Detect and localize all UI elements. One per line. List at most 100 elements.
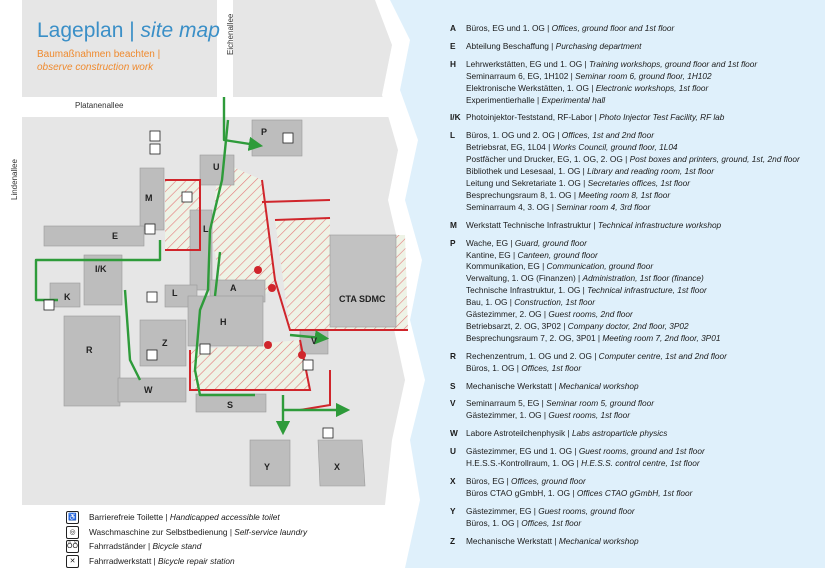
legend-letter: W xyxy=(450,428,458,439)
route-north xyxy=(222,97,264,152)
legend-text-en: Mechanical workshop xyxy=(558,535,639,546)
label-s: S xyxy=(227,400,234,410)
legend-text-en: Works Council, ground floor, 1L04 xyxy=(552,142,678,153)
route-east xyxy=(289,330,330,345)
eichenallee-road xyxy=(217,0,233,97)
legend-text-de: Gästezimmer, EG und 1. OG | xyxy=(466,446,579,457)
legend-entry: V Seminarraum 5, EG | Seminar room 5, gro… xyxy=(450,398,822,422)
label-m: M xyxy=(145,193,153,203)
legend-line: Büros, 1. OG und 2. OG | Offices, 1st an… xyxy=(466,130,822,142)
route-connect xyxy=(213,251,222,297)
accessible-toilet-icon xyxy=(146,349,158,361)
legend-letter: P xyxy=(450,237,456,248)
legend-text-en: Offices, ground floor and 1st floor xyxy=(551,23,675,33)
legend-text-en: Administration, 1st floor (finance) xyxy=(582,273,704,284)
street-eichenallee: Eichenallee xyxy=(226,13,235,55)
legend-line: Kantine, EG | Canteen, ground floor xyxy=(466,250,822,262)
label-e: E xyxy=(112,231,119,241)
legend-line: Elektronische Werkstätten, 1. OG | Elect… xyxy=(466,83,822,95)
street-platanenallee: Platanenallee xyxy=(75,101,124,110)
legend-letter: V xyxy=(450,398,456,409)
building-h xyxy=(187,295,264,347)
legend-letter: H xyxy=(450,58,456,69)
route-main xyxy=(193,119,255,397)
laundry-icon: ◎ xyxy=(66,525,79,539)
legend-text-de: Technische Infrastruktur, 1. OG | xyxy=(466,285,588,296)
bicycle-stand-icon xyxy=(43,299,55,311)
legend-text-en: Guest rooms, 1st floor xyxy=(548,410,631,421)
legend-line: Gästezimmer, 2. OG | Guest rooms, 2nd fl… xyxy=(466,309,822,321)
legend-text-en: Construction, 1st floor xyxy=(514,297,595,308)
legend-text-de: Gästezimmer, 2. OG | xyxy=(466,309,549,320)
legend-text-en: Guest rooms, 2nd floor xyxy=(548,309,633,320)
accessible-toilet-icon xyxy=(146,291,158,303)
legend-text-de: Wache, EG | xyxy=(466,237,515,248)
legend-text-en: H.E.S.S. control centre, 1st floor xyxy=(581,458,700,469)
label-a: A xyxy=(230,283,237,293)
legend-text-de: Büros, 1. OG und 2. OG | xyxy=(466,130,562,141)
legend-text-en: Meeting room 8, 1st floor xyxy=(578,189,671,200)
building-r xyxy=(63,315,121,407)
legend-text-en: Labs astroparticle physics xyxy=(571,428,668,439)
legend-letter: Y xyxy=(450,505,456,516)
accessible-toilet-icon xyxy=(282,132,294,144)
legend-line: Experimentierhalle | Experimental hall xyxy=(466,95,822,107)
legend-line: Seminarraum 5, EG | Seminar room 5, grou… xyxy=(466,398,822,410)
legend-line: Betriebsrat, EG, 1L04 | Works Council, g… xyxy=(466,142,822,154)
legend-text-de: Rechenzentrum, 1. OG und 2. OG | xyxy=(466,350,599,361)
legend-entry: L Büros, 1. OG und 2. OG | Offices, 1st a… xyxy=(450,130,822,213)
building-p xyxy=(251,119,303,157)
legend-letter: L xyxy=(450,130,456,141)
legend-text-de: Werkstatt Technische Infrastruktur | xyxy=(466,219,598,230)
legend-line: Gästezimmer, EG und 1. OG | Guest rooms,… xyxy=(466,446,822,458)
legend-text-de: Gästezimmer, 1. OG | xyxy=(466,410,549,421)
legend-text-en: Seminar room 6, ground floor, 1H102 xyxy=(575,70,712,81)
legend-text-de: Seminarraum 4, 3. OG | xyxy=(466,201,557,212)
legend-line: H.E.S.S.-Kontrollraum, 1. OG | H.E.S.S. … xyxy=(466,458,822,470)
construction-border-6 xyxy=(261,199,331,203)
legend-text-en: Experimental hall xyxy=(541,94,606,105)
legend-text-de: Büros, 1. OG | xyxy=(466,362,522,373)
label-x: X xyxy=(334,462,341,472)
legend-text-en: Guest rooms, ground floor xyxy=(538,505,635,516)
legend-text-de: Seminarraum 6, EG, 1H102 | xyxy=(466,70,576,81)
key-item: ✕Fahrradwerkstatt | Bicycle repair stati… xyxy=(66,554,307,568)
legend-text-en: Electronic workshops, 1st floor xyxy=(595,82,709,93)
label-r: R xyxy=(86,345,93,355)
label-z: Z xyxy=(162,338,168,348)
label-u: U xyxy=(213,162,220,172)
label-p: P xyxy=(261,127,268,137)
accessible-toilet-icon xyxy=(302,359,314,371)
legend-text-en: Post boxes and printers, ground, 1st, 2n… xyxy=(629,154,800,165)
legend-text-en: Technical infrastructure workshop xyxy=(597,219,722,230)
platanenallee-road xyxy=(22,97,402,117)
legend-line: Mechanische Werkstatt | Mechanical works… xyxy=(466,536,822,548)
building-y xyxy=(249,439,291,487)
label-cta-sdmc: CTA SDMC xyxy=(339,294,386,304)
legend-line: Gästezimmer, 1. OG | Guest rooms, 1st fl… xyxy=(466,410,822,422)
legend-text-de: Betriebsarzt, 2. OG, 3P02 | xyxy=(466,320,568,331)
legend-text-de: Abteilung Beschaffung | xyxy=(466,40,556,51)
building-x xyxy=(317,439,366,487)
legend-line: Kommunikation, EG | Communication, groun… xyxy=(466,261,822,273)
bicycle-stand-icon xyxy=(144,223,156,235)
map-key: ♿Barrierefreie Toilette | Handicapped ac… xyxy=(66,510,307,568)
label-h: H xyxy=(220,317,227,327)
legend-text-de: Büros, 1. OG | xyxy=(466,517,522,528)
legend-text-de: Büros, EG | xyxy=(466,476,512,486)
building-cta-sdmc xyxy=(329,234,397,328)
building-w xyxy=(117,377,187,403)
bicycle-stand-icon xyxy=(149,143,161,155)
construction-zone-2 xyxy=(212,160,275,300)
legend-text-de: Labore Astroteilchenphysik | xyxy=(466,428,572,439)
legend-letter: E xyxy=(450,40,456,51)
accessible-toilet-icon: ♿ xyxy=(66,511,79,525)
legend-text-de: Mechanische Werkstatt | xyxy=(466,380,559,391)
key-item: ♿Barrierefreie Toilette | Handicapped ac… xyxy=(66,510,307,525)
